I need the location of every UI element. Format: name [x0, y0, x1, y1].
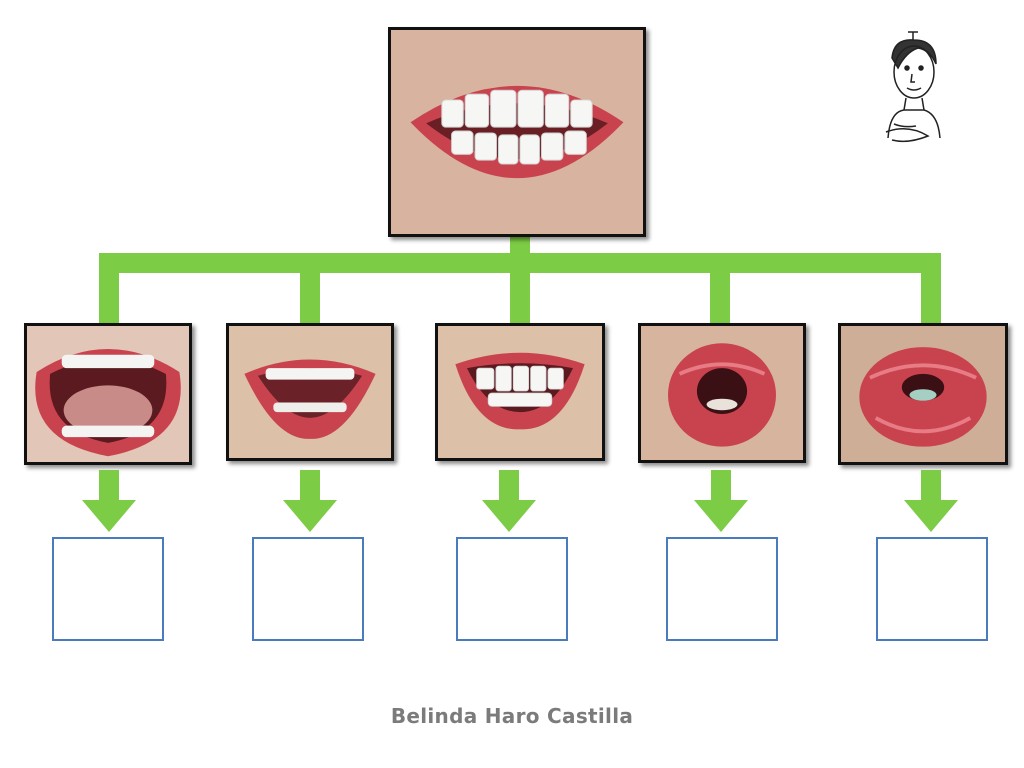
mouth-photo-round-open: [638, 323, 806, 463]
answer-box-5[interactable]: [876, 537, 988, 641]
down-arrow-5: [904, 470, 958, 532]
answer-box-1[interactable]: [52, 537, 164, 641]
connector-horizontal: [99, 253, 941, 273]
answer-box-2[interactable]: [252, 537, 364, 641]
connector-branch-1: [99, 253, 119, 325]
connector-branch-4: [710, 253, 730, 325]
down-arrow-4: [694, 470, 748, 532]
down-arrow-2: [283, 470, 337, 532]
down-arrow-3: [482, 470, 536, 532]
main-smile-photo: [388, 27, 646, 237]
connector-branch-2: [300, 253, 320, 325]
answer-box-3[interactable]: [456, 537, 568, 641]
mouth-photo-pucker: [838, 323, 1008, 465]
author-name: Belinda Haro Castilla: [390, 704, 634, 728]
down-arrow-1: [82, 470, 136, 532]
connector-branch-5: [921, 253, 941, 325]
thinking-person-icon: [878, 28, 948, 152]
answer-box-4[interactable]: [666, 537, 778, 641]
connector-stem: [510, 236, 530, 326]
mouth-photo-smile-teeth: [435, 323, 605, 461]
mouth-photo-wide-open: [24, 323, 192, 465]
mouth-photo-half-open: [226, 323, 394, 461]
